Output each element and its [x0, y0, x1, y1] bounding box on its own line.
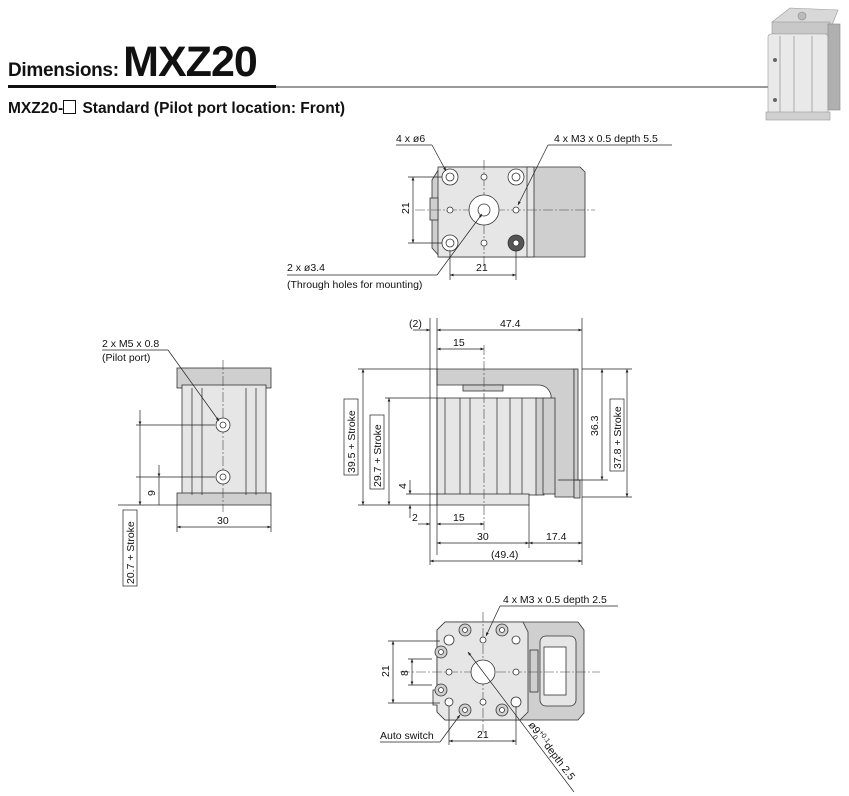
title-rule-extension: [276, 86, 776, 88]
front-dim-36-3: 36.3: [589, 415, 601, 436]
front-dim-37-8: 37.8 + Stroke: [612, 406, 624, 469]
auto-switch-label: Auto switch: [380, 730, 434, 742]
top-dim-vertical: 21: [400, 202, 412, 214]
mounting-hole-icon: [434, 623, 522, 717]
bottom-callout-tapped: 4 x M3 x 0.5 depth 2.5: [503, 594, 607, 606]
side-callout-port-note: (Pilot port): [102, 352, 150, 364]
top-dim-horizontal: 21: [476, 262, 488, 274]
top-callout-through: 2 x ø3.4: [287, 262, 325, 274]
title-model: MXZ20: [123, 38, 258, 86]
side-dim-stroke: 20.7 + Stroke: [125, 521, 137, 584]
bore-depth: depth 2.5: [541, 740, 577, 782]
side-dim-width: 30: [217, 515, 229, 527]
bottom-view: 21 8 21 Auto switch 4 x M3 x 0.5 depth 2…: [380, 594, 618, 793]
side-callout-port: 2 x M5 x 0.8: [102, 338, 159, 350]
top-callout-holes: 4 x ø6: [396, 133, 425, 145]
subtitle-text: Standard (Pilot port location: Front): [82, 100, 346, 117]
front-view: (2) 47.4 15 39.5 + Stroke 29.7 + Stroke …: [343, 318, 632, 565]
front-dim-2-paren: (2): [409, 318, 422, 330]
top-callout-tapped: 4 x M3 x 0.5 depth 5.5: [554, 133, 658, 145]
title-prefix: Dimensions:: [8, 60, 119, 81]
bore-tol-lower: 0: [530, 734, 538, 741]
front-dim-39-5: 39.5 + Stroke: [346, 410, 358, 473]
bottom-dim-21-v: 21: [380, 665, 392, 677]
top-view: 21 21 4 x ø6 4 x M3 x 0.5 depth 5.5 2 x …: [287, 133, 672, 291]
side-view: 9 20.7 + Stroke 30 2 x M5 x 0.8 (Pilot p…: [102, 338, 272, 587]
option-box-icon: [63, 100, 77, 114]
front-dim-30: 30: [477, 531, 489, 543]
top-callout-through-note: (Through holes for mounting): [287, 279, 422, 291]
front-dim-49-4: (49.4): [491, 549, 518, 561]
front-dim-2: 2: [412, 512, 418, 524]
bottom-dim-8: 8: [399, 670, 411, 676]
front-dim-17-4: 17.4: [546, 531, 567, 543]
front-dim-47-4: 47.4: [500, 318, 521, 330]
subtitle-model: MXZ20-: [8, 100, 64, 117]
front-dim-15-bottom: 15: [453, 512, 465, 524]
bottom-bore-label: ø9+0.10depth 2.5: [523, 720, 577, 785]
front-dim-29-7: 29.7 + Stroke: [372, 424, 384, 487]
front-dim-15-top: 15: [453, 337, 465, 349]
side-dim-9: 9: [146, 490, 158, 496]
bottom-dim-21-h: 21: [477, 729, 489, 741]
front-dim-4: 4: [397, 483, 409, 489]
section-subtitle: MXZ20- Standard (Pilot port location: Fr…: [8, 100, 345, 118]
mounting-hole-icon: [441, 168, 525, 252]
page-title: Dimensions: MXZ20: [8, 38, 258, 87]
product-image: [765, 7, 841, 121]
title-rule: [8, 85, 276, 88]
bore-diameter: ø9: [526, 720, 543, 737]
